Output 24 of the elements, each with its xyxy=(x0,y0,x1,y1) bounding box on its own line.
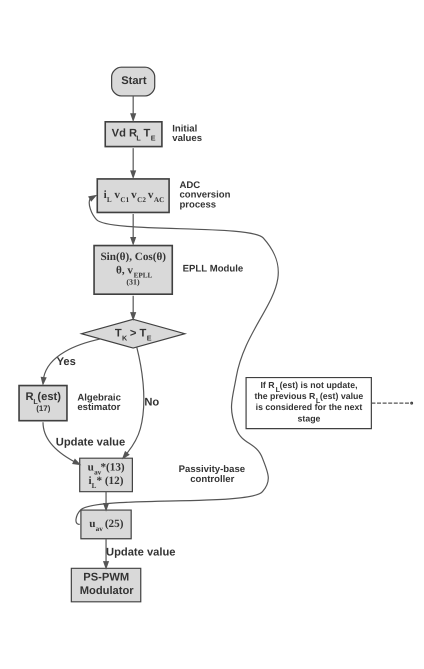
node-box: u$_{av}$ (25) xyxy=(80,509,132,540)
node-box: PS-PWM Modulator xyxy=(70,568,142,602)
node-box: u$_{av}$*(13) i$_{L}$* (12) xyxy=(79,458,133,492)
arrow xyxy=(130,214,136,246)
arrow xyxy=(40,338,100,386)
arrow xyxy=(130,96,136,122)
connector xyxy=(371,402,411,404)
node-label: Algebraic estimator xyxy=(77,392,121,413)
edge-label: Yes xyxy=(56,356,76,368)
edge-label: No xyxy=(144,396,160,408)
node-box: If R$_{L}$(est) is not update, the previous R$_{L}$(est) value is considered for the next stage xyxy=(245,377,372,430)
node-label: EPLL Module xyxy=(182,264,244,275)
arrow xyxy=(130,148,136,180)
edge-label: Update value xyxy=(106,546,176,559)
arrow xyxy=(122,347,144,460)
edge-label: Update value xyxy=(56,436,126,449)
node-label: Initial values xyxy=(172,124,202,144)
arrow xyxy=(102,538,110,570)
arrow xyxy=(130,296,136,321)
node-diamond: T$_{K}$ > T$_{E}$ xyxy=(79,318,188,349)
label: Passivity-base controller xyxy=(178,464,246,485)
arrow xyxy=(42,422,82,466)
node-box: Start xyxy=(111,66,156,97)
node-label: ADC conversion process xyxy=(179,180,230,210)
